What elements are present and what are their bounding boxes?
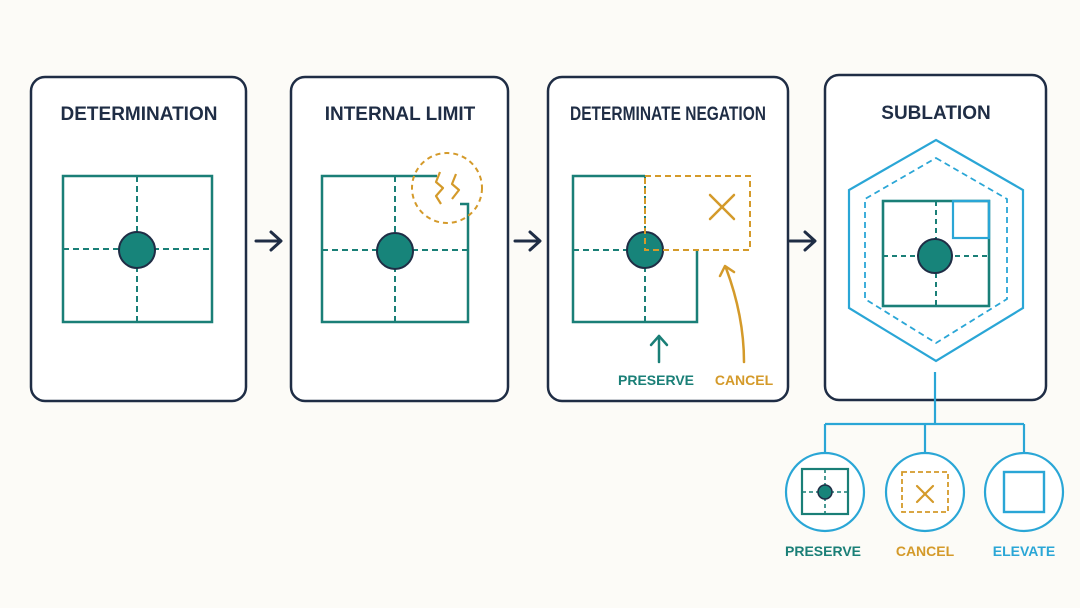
crack-icon: [450, 173, 461, 200]
panel-internal-limit: INTERNAL LIMIT: [289, 75, 510, 403]
outcome-connectors: [823, 372, 1026, 452]
outcome-circle: [884, 451, 966, 533]
internal-limit-figure: [320, 152, 483, 324]
center-dot: [917, 238, 953, 274]
cancel-icon: [901, 471, 949, 513]
outcome-label: PRESERVE: [785, 543, 861, 559]
panel-determination: DETERMINATION: [29, 75, 248, 403]
panel-frame: [546, 75, 790, 403]
outcome-label: CANCEL: [896, 543, 955, 559]
cross-icon: [708, 193, 736, 221]
panel-determinate-negation: DETERMINATE NEGATION PRESERVE CANCEL: [546, 75, 790, 403]
outer-hexagon: [847, 138, 1025, 363]
sublation-figure: [847, 138, 1025, 363]
preserved-shape-outline: [571, 174, 699, 324]
limit-highlight-circle: [411, 152, 483, 224]
arrow-right-icon: [513, 230, 542, 252]
panel-title: DETERMINATION: [61, 104, 218, 125]
preserve-icon: [800, 467, 850, 516]
determination-figure: [61, 174, 214, 324]
cancelled-region: [644, 175, 751, 251]
cancel-label: CANCEL: [715, 372, 774, 388]
curved-arrow-icon: [718, 264, 746, 364]
panel-title: SUBLATION: [881, 103, 990, 124]
arrow-right-icon: [254, 230, 283, 252]
panel-title: INTERNAL LIMIT: [325, 104, 476, 125]
arrow-up-icon: [649, 334, 669, 364]
outcome-cancel: CANCEL: [884, 451, 966, 559]
panel-sublation: SUBLATION: [823, 73, 1048, 402]
elevated-corner-square: [951, 199, 991, 240]
elevate-icon: [1002, 470, 1046, 514]
center-dot: [118, 231, 156, 269]
preserve-label: PRESERVE: [618, 372, 694, 388]
inner-dashed-hexagon: [864, 156, 1008, 345]
center-dot: [376, 232, 414, 270]
outcome-preserve: PRESERVE: [784, 451, 866, 559]
arrow-right-icon: [788, 230, 817, 252]
outcome-elevate: ELEVATE: [983, 451, 1065, 559]
panel-title: DETERMINATE NEGATION: [570, 104, 766, 125]
outcome-label: ELEVATE: [993, 543, 1056, 559]
negation-figure: PRESERVE CANCEL: [571, 174, 774, 388]
crack-icon: [434, 171, 445, 205]
outcome-circle: [983, 451, 1065, 533]
